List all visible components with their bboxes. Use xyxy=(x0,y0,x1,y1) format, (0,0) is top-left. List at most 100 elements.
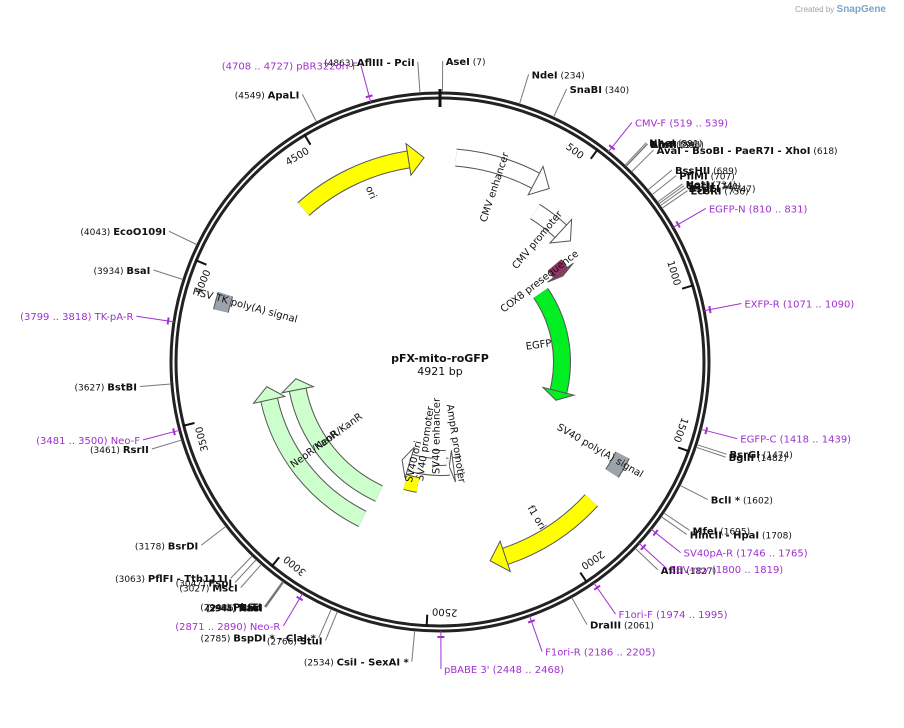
enzyme-tick xyxy=(201,526,226,545)
tick-mark xyxy=(580,573,587,583)
enzyme-apali: (4549) ApaLI xyxy=(235,90,317,122)
primer-label: (2871 .. 2890) Neo-R xyxy=(175,622,280,633)
tick-label: 500 xyxy=(563,142,585,162)
enzyme-label: NdeI (234) xyxy=(532,70,585,81)
enzyme-tick xyxy=(572,598,587,625)
primer-label: (3799 .. 3818) TK-pA-R xyxy=(20,312,133,323)
snapgene-logo: SnapGene xyxy=(837,4,886,15)
primer-leader xyxy=(608,122,632,152)
primer-leader xyxy=(283,593,302,626)
enzyme-label: HincII - HpaI (1708) xyxy=(690,530,792,541)
enzyme-tick xyxy=(266,582,284,607)
enzyme-label: (3027) MscI xyxy=(179,584,237,595)
primer-egfp-n: EGFP-N (810 .. 831) xyxy=(673,204,808,227)
enzyme-tick xyxy=(519,74,528,104)
enzyme-bsai: (3934) BsaI xyxy=(94,266,183,279)
tick-label: 3500 xyxy=(194,425,211,452)
enzyme-label: AvaI - BsoBI - PaeR7I - XhoI (618) xyxy=(657,146,838,157)
enzyme-label: (2534) CsiI - SexAI * xyxy=(304,658,410,669)
primer-label: pBABE 3' (2448 .. 2468) xyxy=(444,665,564,676)
snapgene-credit: Created by SnapGene xyxy=(795,4,886,15)
enzyme-label: SnaBI (340) xyxy=(570,85,629,96)
primer-label: EGFP-N (810 .. 831) xyxy=(709,204,808,215)
enzyme-tick xyxy=(662,191,687,209)
enzyme-tick xyxy=(153,270,183,279)
primer-leader xyxy=(594,583,616,614)
enzyme-bstbi: (3627) BstBI xyxy=(74,382,170,393)
primer-label: SV40pA-R (1746 .. 1765) xyxy=(684,549,808,560)
credit-prefix: Created by xyxy=(795,5,834,14)
tick-label: 4500 xyxy=(284,146,311,168)
enzyme-tick xyxy=(326,612,338,641)
primer-label: F1ori-F (1974 .. 1995) xyxy=(618,610,727,621)
tick-label: 1000 xyxy=(664,260,682,288)
plasmid-length: 4921 bp xyxy=(417,365,462,378)
primer-exfp-r: EXFP-R (1071 .. 1090) xyxy=(704,299,854,313)
tick-label: 2500 xyxy=(432,605,458,617)
enzyme-tick xyxy=(635,548,657,569)
enzyme-tick xyxy=(659,186,684,204)
primer-neo-f: (3481 .. 3500) Neo-F xyxy=(36,428,180,447)
feature-label: ori xyxy=(363,185,378,201)
primer-label: EXFP-R (1071 .. 1090) xyxy=(744,299,854,310)
enzyme-tick xyxy=(632,150,654,172)
feature-arrowhead xyxy=(406,144,424,176)
tick-label: 1500 xyxy=(671,416,690,444)
plasmid-name: pFX-mito-roGFP xyxy=(391,352,489,365)
tick-mark xyxy=(427,615,428,627)
enzyme-tick xyxy=(319,609,331,637)
enzyme-tick xyxy=(652,176,676,195)
enzyme-tick xyxy=(140,384,171,387)
enzyme-ecoo109i: (4043) EcoO109I xyxy=(80,227,196,244)
enzyme-label: (3178) BsrDI xyxy=(135,541,198,552)
feature-f1-ori: f1 ori xyxy=(490,500,591,571)
enzyme-tick xyxy=(648,170,672,190)
tick-mark xyxy=(591,149,598,159)
primer-label: (3481 .. 3500) Neo-F xyxy=(36,436,140,447)
primer-label: EBV-rev (1800 .. 1819) xyxy=(670,565,783,576)
tick-label: 2000 xyxy=(579,548,606,571)
enzyme-label: AseI (7) xyxy=(446,57,486,68)
primer-label: F1ori-R (2186 .. 2205) xyxy=(545,648,655,659)
enzyme-label: (3934) BsaI xyxy=(94,266,151,277)
primer-label: CMV-F (519 .. 539) xyxy=(635,118,728,129)
enzyme-tick xyxy=(418,62,420,93)
enzyme-asei: AseI (7) xyxy=(442,57,485,92)
primer-f1ori-f: F1ori-F (1974 .. 1995) xyxy=(594,583,728,621)
enzyme-tick xyxy=(625,143,646,166)
enzyme-tick xyxy=(626,144,647,166)
enzyme-tick xyxy=(169,231,197,244)
tick-label: 3000 xyxy=(282,553,309,578)
feature-label: HSV TK poly(A) signal xyxy=(191,286,298,325)
feature-label: f1 ori xyxy=(525,504,548,532)
primer-label: EGFP-C (1418 .. 1439) xyxy=(740,435,851,446)
enzyme-bsrdi: (3178) BsrDI xyxy=(135,526,226,552)
enzyme-bcli-: BclI * (1602) xyxy=(680,485,773,506)
primer-egfp-c: EGFP-C (1418 .. 1439) xyxy=(700,427,851,445)
tick-mark xyxy=(272,557,280,566)
primer-leader xyxy=(673,208,706,227)
feature-sv40-poly-a-signal: SV40 poly(A) signal xyxy=(555,422,645,480)
enzyme-tick xyxy=(554,89,567,117)
enzyme-tick xyxy=(412,631,415,662)
enzyme-label: (3627) BstBI xyxy=(74,382,137,393)
feature-label: EGFP xyxy=(525,338,552,353)
enzyme-label: BclI * (1602) xyxy=(711,496,773,507)
primer-leader xyxy=(529,616,542,652)
enzyme-tick xyxy=(152,440,182,449)
enzyme-tick xyxy=(302,94,316,122)
feature-label: SV40 enhancer xyxy=(431,397,442,474)
feature-egfp: EGFP xyxy=(525,293,574,400)
enzyme-label: (2766) StuI xyxy=(267,636,323,647)
feature-ori: ori xyxy=(303,144,424,209)
enzyme-label: BglII (1482) xyxy=(729,453,787,464)
feature-hsv-tk-poly-a-signal: HSV TK poly(A) signal xyxy=(191,286,298,325)
enzyme-tick xyxy=(680,485,708,499)
feature-sv40-enhancer: SV40 enhancer xyxy=(431,397,446,474)
primer-leader xyxy=(651,529,681,553)
primer-tk-pa-r: (3799 .. 3818) TK-pA-R xyxy=(20,312,174,324)
enzyme-tick xyxy=(265,581,283,606)
enzyme-label: (2944) KasI xyxy=(206,603,263,614)
enzyme-label: DraIII (2061) xyxy=(590,621,654,632)
